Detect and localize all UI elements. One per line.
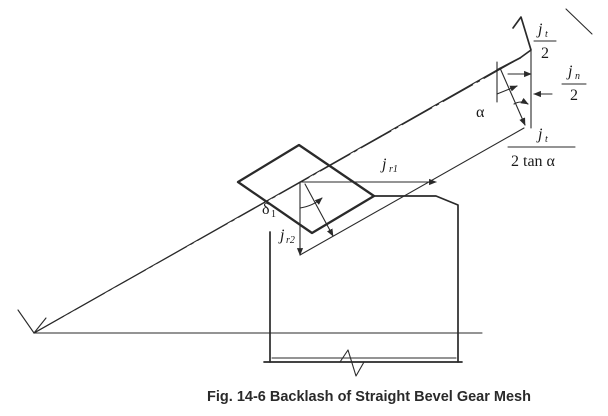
label-alpha: α	[476, 104, 485, 121]
label-delta1: δ 1	[262, 201, 276, 220]
label-jt-tan: j t 2 tan α	[507, 126, 576, 170]
svg-text:t: t	[545, 29, 548, 40]
svg-text:2: 2	[570, 87, 578, 104]
jn-arrow	[496, 85, 518, 95]
alpha-angle-arc	[513, 97, 529, 105]
tooth-normal-arrow	[304, 183, 334, 237]
svg-text:δ: δ	[262, 201, 270, 218]
svg-text:1: 1	[271, 209, 276, 220]
back-cone-line-upper	[299, 69, 498, 183]
jt-tan-arrow	[499, 67, 526, 126]
label-jr1: j r1	[380, 156, 398, 175]
svg-text:r2: r2	[286, 235, 295, 246]
delta1-angle-arc	[299, 197, 323, 209]
figure-caption: Fig. 14-6 Backlash of Straight Bevel Gea…	[207, 389, 531, 405]
mating-gear-tooth-outline	[236, 143, 376, 235]
label-jt-half: j t 2	[533, 21, 557, 62]
label-jn-half: j n 2	[561, 63, 587, 104]
svg-text:j: j	[380, 156, 387, 173]
break-line-symbol	[339, 349, 365, 377]
svg-text:t: t	[545, 134, 548, 145]
outer-tooth-tip	[496, 8, 593, 71]
svg-text:r1: r1	[389, 164, 398, 175]
back-cone-line-lower	[299, 127, 525, 256]
label-jr2: j r2	[278, 227, 295, 246]
svg-text:n: n	[575, 71, 580, 82]
svg-text:j: j	[566, 63, 573, 80]
svg-text:2: 2	[541, 45, 549, 62]
pitch-cone-upper-line	[33, 57, 521, 334]
svg-text:2 tan α: 2 tan α	[511, 153, 556, 170]
svg-text:j: j	[278, 227, 285, 244]
pitch-cone-lower-line	[33, 181, 301, 334]
svg-text:j: j	[536, 126, 543, 143]
cone-apex	[17, 309, 47, 334]
svg-text:j: j	[536, 21, 543, 38]
